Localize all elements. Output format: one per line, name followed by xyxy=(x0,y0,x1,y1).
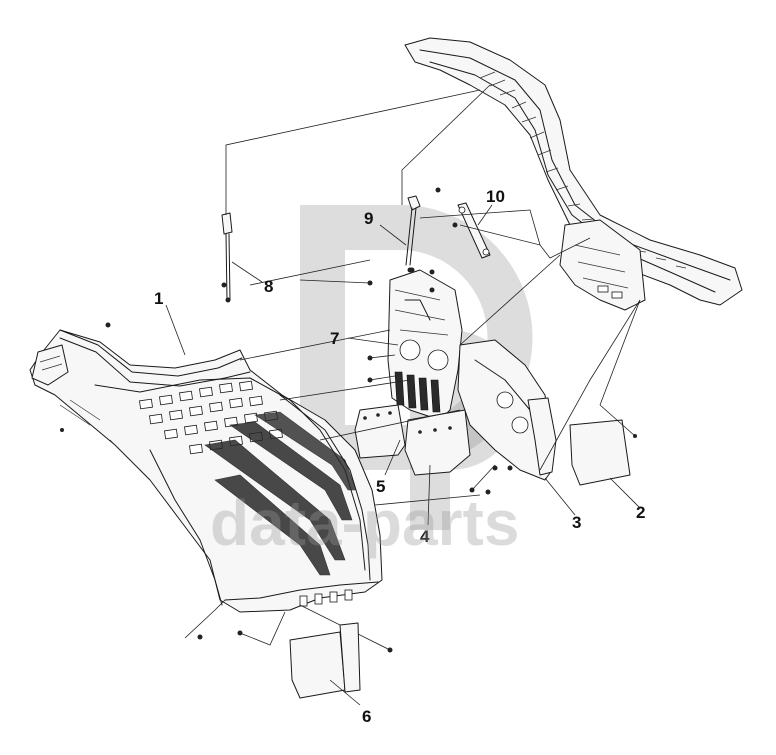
callout-6: 6 xyxy=(362,707,371,726)
strut xyxy=(401,84,491,275)
callout-7: 7 xyxy=(330,329,339,348)
callout-10: 10 xyxy=(486,187,505,206)
watermark-text: data-parts xyxy=(210,487,519,559)
callout-1: 1 xyxy=(154,289,163,308)
center-bracket xyxy=(367,267,463,421)
panel-6 xyxy=(289,622,361,699)
callout-8: 8 xyxy=(264,277,273,296)
plate-4 xyxy=(404,409,496,495)
rod-link xyxy=(221,89,481,303)
upper-link xyxy=(419,202,591,259)
leader-lines xyxy=(239,254,641,506)
callouts: 1 2 3 4 5 6 7 8 9 10 xyxy=(154,187,645,726)
callout-5: 5 xyxy=(376,477,385,496)
side-panel xyxy=(457,339,557,481)
callout-3: 3 xyxy=(572,513,581,532)
panel-2 xyxy=(569,299,641,486)
callout-9: 9 xyxy=(364,209,373,228)
floor-panel xyxy=(29,322,393,653)
callout-2: 2 xyxy=(636,503,645,522)
callout-4: 4 xyxy=(420,527,430,546)
plate-5 xyxy=(354,404,406,459)
